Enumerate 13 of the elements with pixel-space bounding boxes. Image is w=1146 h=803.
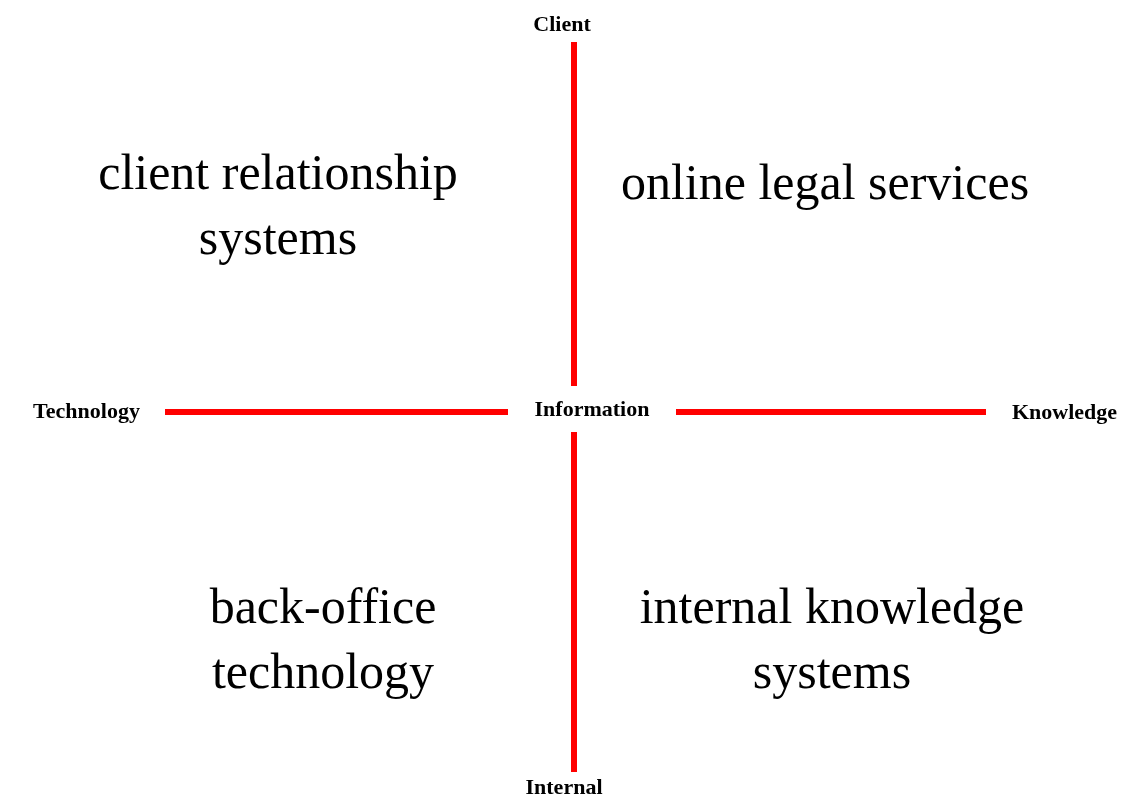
axis-line — [571, 42, 577, 386]
axis-label: Client — [518, 6, 606, 42]
axis-label: Internal — [516, 772, 612, 802]
quadrant-label: back-office technology — [208, 577, 438, 701]
axis-label: Information — [508, 386, 676, 432]
quadrant-label: client relationship systems — [97, 143, 459, 267]
quadrant-label: internal knowledge systems — [638, 577, 1026, 701]
axis-line — [165, 409, 508, 415]
axis-line — [571, 432, 577, 772]
axis-line — [676, 409, 986, 415]
axis-label: Knowledge — [986, 397, 1143, 427]
quadrant-label: online legal services — [619, 153, 1031, 212]
axis-label: Technology — [8, 396, 165, 426]
